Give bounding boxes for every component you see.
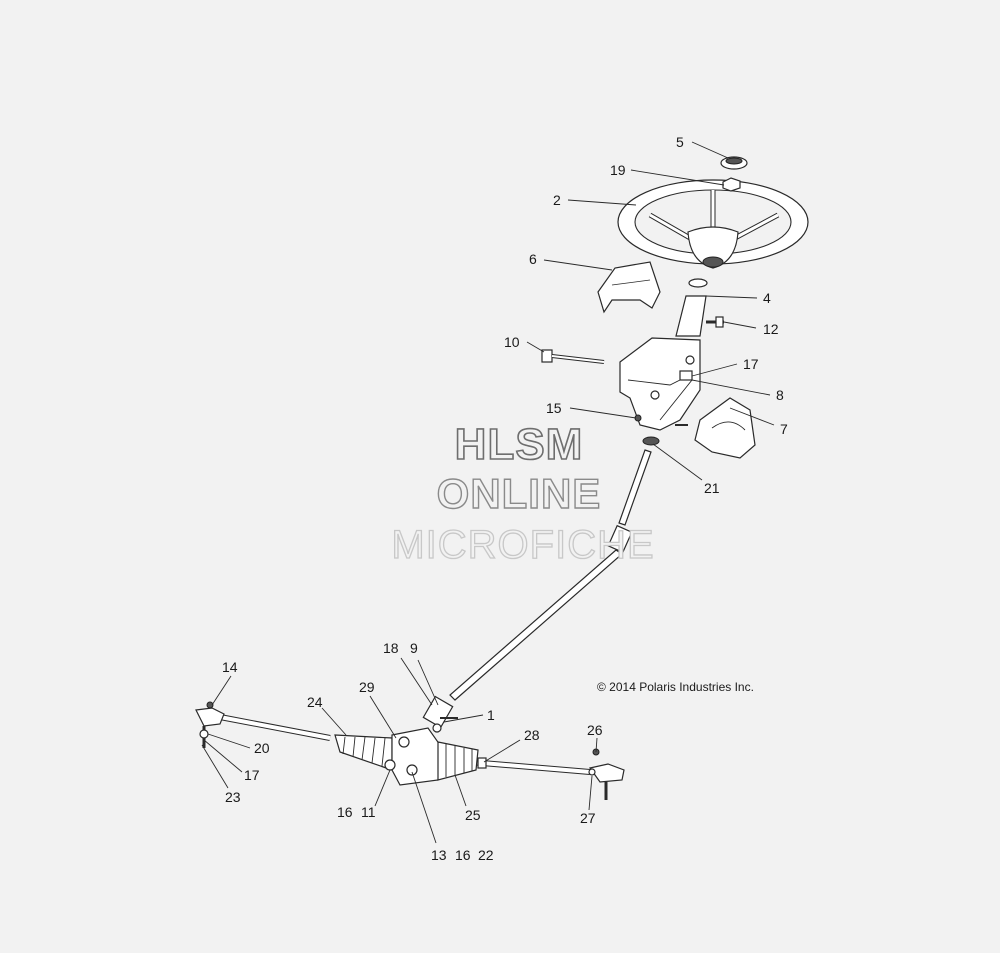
left-tie-rod-end xyxy=(195,701,225,748)
nut-17-upper xyxy=(679,370,693,381)
lower-cover xyxy=(694,397,756,459)
bearing-21 xyxy=(642,436,660,446)
callout-22: 22 xyxy=(478,847,494,863)
callout-16-bottom: 16 xyxy=(455,847,471,863)
steering-rack xyxy=(219,714,591,786)
long-bolt xyxy=(541,349,605,364)
right-tie-rod-end xyxy=(588,748,625,800)
upper-cover xyxy=(597,261,661,314)
callout-7: 7 xyxy=(780,421,788,437)
callout-13: 13 xyxy=(431,847,447,863)
callout-15: 15 xyxy=(546,400,562,416)
callout-10: 10 xyxy=(504,334,520,350)
watermark: HLSM ONLINE MICROFICHE xyxy=(391,419,655,567)
watermark-line-1: HLSM xyxy=(455,420,584,469)
callout-4: 4 xyxy=(763,290,771,306)
column-bracket xyxy=(619,337,701,431)
callout-11: 11 xyxy=(361,804,376,820)
callout-9: 9 xyxy=(410,640,418,656)
callout-18: 18 xyxy=(383,640,399,656)
bolt-12 xyxy=(706,316,724,328)
callout-12: 12 xyxy=(763,321,779,337)
callout-labels: 5 19 2 6 4 12 10 17 8 15 7 21 18 9 1 14 … xyxy=(222,134,788,863)
watermark-line-3: MICROFICHE xyxy=(391,523,654,567)
callout-17-upper: 17 xyxy=(743,356,759,372)
callout-29: 29 xyxy=(359,679,375,695)
callout-14: 14 xyxy=(222,659,238,675)
callout-23: 23 xyxy=(225,789,241,805)
callout-5: 5 xyxy=(676,134,684,150)
watermark-line-2: ONLINE xyxy=(437,470,602,517)
horn-cap xyxy=(720,156,748,170)
callout-2: 2 xyxy=(553,192,561,208)
callout-19: 19 xyxy=(610,162,626,178)
column-tube xyxy=(675,278,708,337)
callout-17-lower: 17 xyxy=(244,767,260,783)
clamp-bolt-1 xyxy=(432,717,458,733)
callout-16-left: 16 xyxy=(337,804,353,820)
copyright-text: © 2014 Polaris Industries Inc. xyxy=(597,680,754,694)
callout-27: 27 xyxy=(580,810,596,826)
callout-8: 8 xyxy=(776,387,784,403)
callout-26: 26 xyxy=(587,722,603,738)
callout-6: 6 xyxy=(529,251,537,267)
wheel-nut xyxy=(722,177,741,192)
callout-21: 21 xyxy=(704,480,720,496)
leader-lines xyxy=(201,141,775,844)
callout-1: 1 xyxy=(487,707,495,723)
callout-20: 20 xyxy=(254,740,270,756)
callout-25: 25 xyxy=(465,807,481,823)
steering-shaft xyxy=(422,449,652,729)
callout-24: 24 xyxy=(307,694,323,710)
steering-wheel xyxy=(617,179,809,269)
callout-28: 28 xyxy=(524,727,540,743)
